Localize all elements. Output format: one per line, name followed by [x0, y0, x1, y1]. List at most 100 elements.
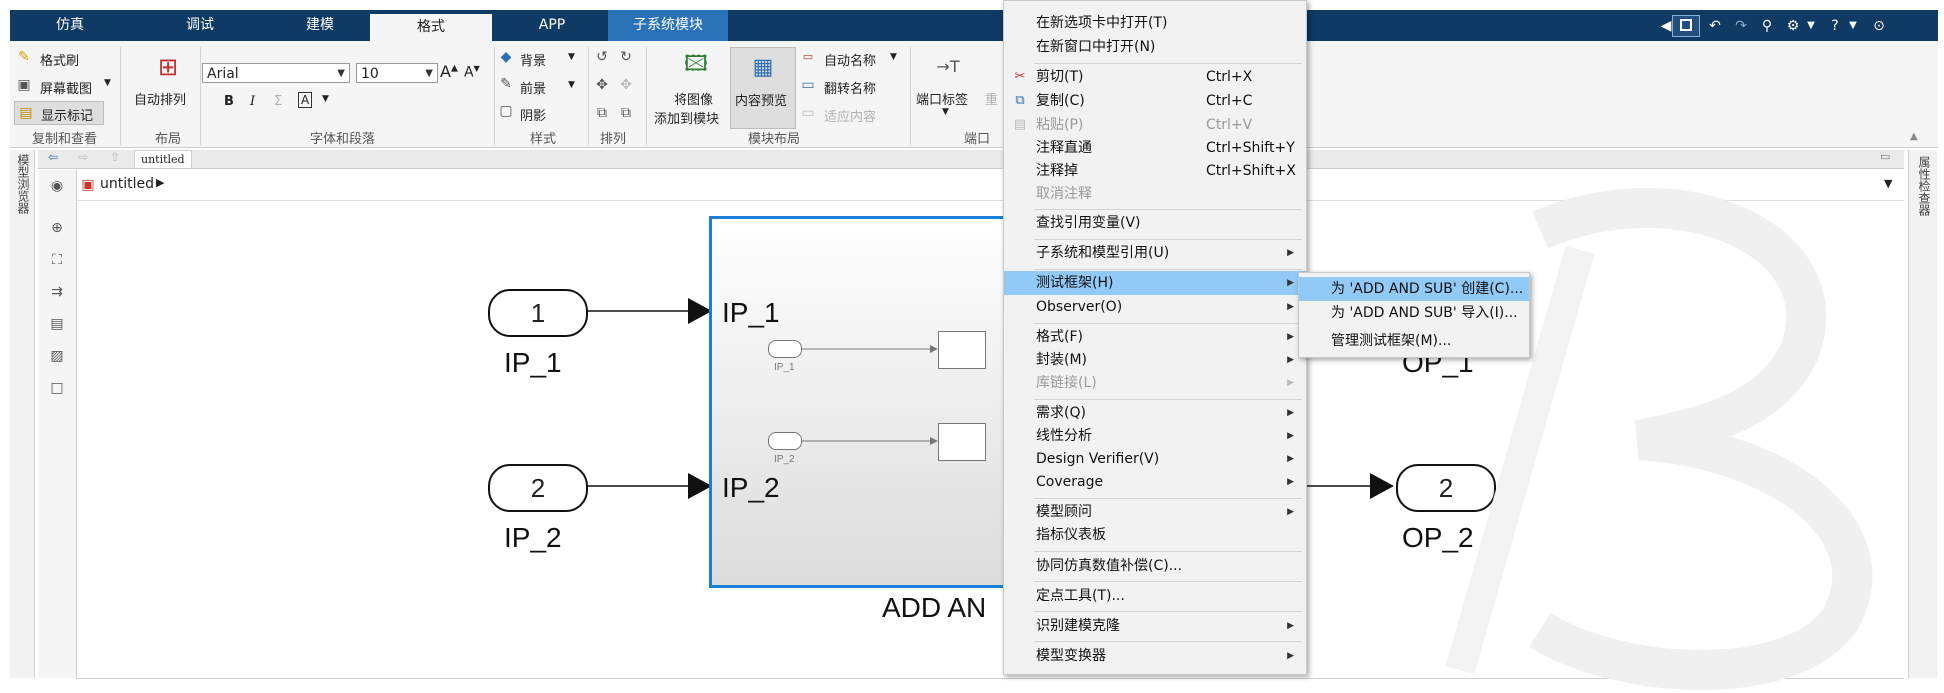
menu-item-mask[interactable]: 封装(M)▶ [1004, 348, 1306, 372]
settings-icon[interactable]: ⚙ [1786, 18, 1800, 34]
image-icon[interactable]: ▨ [50, 348, 64, 364]
flip-block-icon[interactable]: ✥ [596, 77, 608, 93]
bold-button[interactable]: B [224, 94, 234, 109]
text-color-button[interactable]: A [298, 92, 313, 108]
rotate-right-icon[interactable]: ↻ [620, 49, 632, 65]
menu-item-find-referenced-variables[interactable]: 查找引用变量(V) [1036, 215, 1141, 231]
italic-button[interactable]: I [250, 94, 256, 109]
property-inspector-strip[interactable]: 属性检查器 [1908, 150, 1937, 678]
address-dropdown-icon[interactable]: ▼ [1884, 177, 1893, 190]
menu-item-coverage[interactable]: Coverage▶ [1004, 470, 1306, 494]
menu-item-observer[interactable]: Observer(O)▶ [1004, 295, 1306, 319]
model-tab[interactable]: untitled [134, 150, 192, 169]
font-family-select[interactable]: Arial ▼ [202, 63, 350, 83]
menu-item-design-verifier[interactable]: Design Verifier(V)▶ [1004, 447, 1306, 471]
tab-format[interactable]: 格式 [370, 14, 492, 41]
chevron-down-icon[interactable]: ▼ [1807, 20, 1815, 31]
send-backward-icon[interactable]: ⧉ [621, 105, 631, 121]
tab-app[interactable]: APP [538, 17, 566, 33]
tab-modeling[interactable]: 建模 [306, 17, 334, 33]
model-browser-strip[interactable]: 模型浏览器 [10, 150, 35, 678]
menu-item-open-in-new-window[interactable]: 在新窗口中打开(N) [1036, 39, 1156, 55]
chevron-down-icon[interactable]: ▼ [1849, 20, 1857, 31]
help-icon[interactable]: ? [1831, 18, 1839, 34]
zoom-icon[interactable]: ⊕ [51, 220, 63, 236]
font-size-select[interactable]: 10 ▼ [356, 63, 438, 83]
chevron-down-icon[interactable]: ▼ [104, 78, 111, 88]
canvas[interactable] [76, 200, 1904, 679]
shrink-font-icon[interactable]: A▼ [464, 64, 480, 81]
ribbon-collapse-icon[interactable]: ▲ [1910, 131, 1918, 142]
auto-arrange-button[interactable]: 自动排列 [134, 93, 187, 108]
menu-item-format[interactable]: 格式(F)▶ [1004, 325, 1306, 349]
property-inspector-label[interactable]: 属性检查器 [1917, 156, 1931, 216]
inport-1-block[interactable]: 1 [488, 289, 588, 337]
menu-item-subsystem-model-reference[interactable]: 子系统和模型引用(U)▶ [1004, 241, 1306, 265]
annotation-icon[interactable]: ▤ [50, 316, 64, 332]
minimize-ribbon-icon[interactable]: ⊙ [1873, 18, 1885, 34]
menu-item-metrics-dashboard[interactable]: 指标仪表板 [1036, 527, 1106, 543]
add-image-label-2[interactable]: 添加到模块 [654, 112, 720, 127]
fit-view-icon[interactable]: ⛶ [52, 252, 62, 268]
redo-icon[interactable]: ↷ [1735, 18, 1747, 34]
inport-2-block[interactable]: 2 [488, 464, 588, 512]
foreground-button[interactable]: 前景 [520, 82, 547, 97]
chevron-down-icon[interactable]: ▼ [322, 94, 329, 104]
menu-item-cut[interactable]: ✂ 剪切(T)Ctrl+X [1004, 65, 1306, 89]
add-image-label-1[interactable]: 将图像 [674, 93, 714, 108]
inport-1-name[interactable]: IP_1 [504, 347, 562, 378]
up-arrow-icon[interactable]: ⇧ [110, 150, 121, 164]
back-arrow-icon[interactable]: ⇦ [48, 150, 59, 164]
tab-debug[interactable]: 调试 [186, 17, 214, 33]
outport-2-block[interactable]: 2 [1396, 464, 1496, 512]
rotate-left-icon[interactable]: ↺ [596, 49, 608, 65]
menu-item-cosim-compensation[interactable]: 协同仿真数值补偿(C)... [1036, 558, 1183, 574]
hide-show-icon[interactable]: ◉ [50, 178, 64, 194]
submenu-item-create-harness[interactable]: 为 'ADD AND SUB' 创建(C)... [1299, 277, 1529, 301]
breadcrumb-arrow-icon[interactable]: ▶ [156, 176, 165, 189]
shadow-button[interactable]: 阴影 [520, 109, 547, 124]
menu-item-identify-clones[interactable]: 识别建模克隆▶ [1004, 614, 1306, 638]
show-markup-button[interactable]: ▤ 显示标记 [14, 101, 104, 125]
save-icon[interactable] [1672, 15, 1700, 37]
format-brush-button[interactable]: 格式刷 [40, 54, 80, 69]
hide-explorer-icon[interactable]: ▭ [1880, 150, 1891, 163]
sigma-button[interactable]: Σ [274, 94, 283, 109]
background-button[interactable]: 背景 [520, 54, 547, 69]
menu-item-fixed-point-tool[interactable]: 定点工具(T)... [1036, 588, 1125, 604]
model-browser-label[interactable]: 模型浏览器 [16, 154, 30, 214]
route-lines-icon[interactable]: ⇉ [51, 284, 63, 300]
tab-subsystem-block[interactable]: 子系统模块 [608, 10, 728, 41]
subsystem-name[interactable]: ADD AN [882, 592, 987, 623]
port-label-button[interactable]: 端口标签 [916, 93, 969, 108]
menu-item-model-advisor[interactable]: 模型顾问▶ [1004, 500, 1306, 524]
forward-arrow-icon[interactable]: ⇨ [78, 150, 89, 164]
menu-item-test-harness[interactable]: 测试框架(H)▶ [1004, 271, 1306, 295]
add-and-sub-subsystem[interactable]: IP_1 IP_2 IP_1 IP_2 [709, 216, 1015, 588]
chevron-down-icon[interactable]: ▼ [568, 80, 575, 90]
menu-item-open-in-new-tab[interactable]: 在新选项卡中打开(T) [1036, 15, 1168, 31]
inport-2-name[interactable]: IP_2 [504, 522, 562, 553]
chevron-down-icon[interactable]: ▼ [942, 107, 949, 117]
submenu-item-manage-harnesses[interactable]: 管理测试框架(M)... [1331, 333, 1452, 349]
screenshot-button[interactable]: 屏幕截图 [40, 82, 93, 97]
menu-item-model-transformer[interactable]: 模型变换器▶ [1004, 644, 1306, 668]
menu-item-requirements[interactable]: 需求(Q)▶ [1004, 401, 1306, 425]
chevron-down-icon[interactable]: ▼ [890, 52, 897, 62]
tab-simulation[interactable]: 仿真 [56, 17, 84, 33]
chevron-down-icon[interactable]: ▼ [568, 52, 575, 62]
submenu-item-import-harness[interactable]: 为 'ADD AND SUB' 导入(I)... [1331, 305, 1518, 321]
outport-2-name[interactable]: OP_2 [1402, 522, 1474, 553]
area-icon[interactable]: □ [50, 380, 64, 396]
undo-icon[interactable]: ↶ [1709, 18, 1721, 34]
bring-forward-icon[interactable]: ⧉ [597, 105, 607, 121]
auto-name-button[interactable]: 自动名称 [824, 54, 877, 69]
flip-name-button[interactable]: 翻转名称 [824, 82, 877, 97]
breadcrumb[interactable]: untitled [100, 176, 155, 192]
menu-item-copy[interactable]: ⧉ 复制(C)Ctrl+C [1004, 89, 1306, 113]
search-icon[interactable]: ⚲ [1761, 18, 1773, 34]
menu-item-linear-analysis[interactable]: 线性分析▶ [1004, 424, 1306, 448]
content-preview-button[interactable]: ▦ 内容预览 [730, 47, 796, 129]
